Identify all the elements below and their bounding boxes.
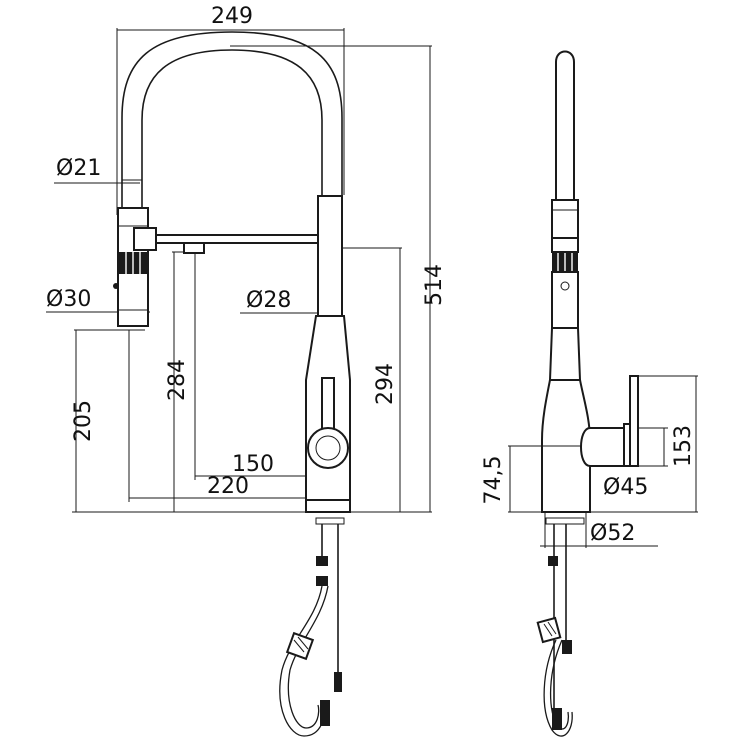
dim-body-height: 294 [373, 363, 398, 405]
side-supply-hoses [536, 517, 585, 737]
dim-height-total: 514 [422, 264, 447, 306]
dim-base-height: 74,5 [481, 456, 506, 505]
dim-base-diameter: Ø52 [590, 521, 635, 546]
lever-side [580, 375, 639, 467]
dim-lever-height: 153 [671, 425, 696, 467]
side-spout [548, 50, 582, 381]
dim-body-diameter: Ø28 [246, 288, 291, 313]
front-view: 249 514 Ø21 Ø30 Ø28 205 284 294 150 220 [46, 4, 447, 737]
side-view: 74,5 153 Ø45 Ø52 [481, 50, 698, 737]
head-holder-bar [133, 227, 321, 254]
front-supply-hoses [279, 517, 345, 737]
front-dimension-lines [46, 28, 432, 513]
dim-reach-inner: 150 [232, 452, 274, 477]
side-body [541, 379, 591, 513]
dim-holder-height: 284 [165, 359, 190, 401]
dim-reach-outer: 220 [207, 474, 249, 499]
dim-head-height: 205 [71, 400, 96, 442]
spout-arc [121, 31, 343, 208]
spray-head [113, 207, 149, 327]
dim-spout-diameter: Ø21 [56, 156, 101, 181]
dim-lever-diameter: Ø45 [603, 475, 648, 500]
dim-width: 249 [211, 4, 253, 29]
dim-head-diameter: Ø30 [46, 287, 91, 312]
lever-front [307, 377, 349, 469]
